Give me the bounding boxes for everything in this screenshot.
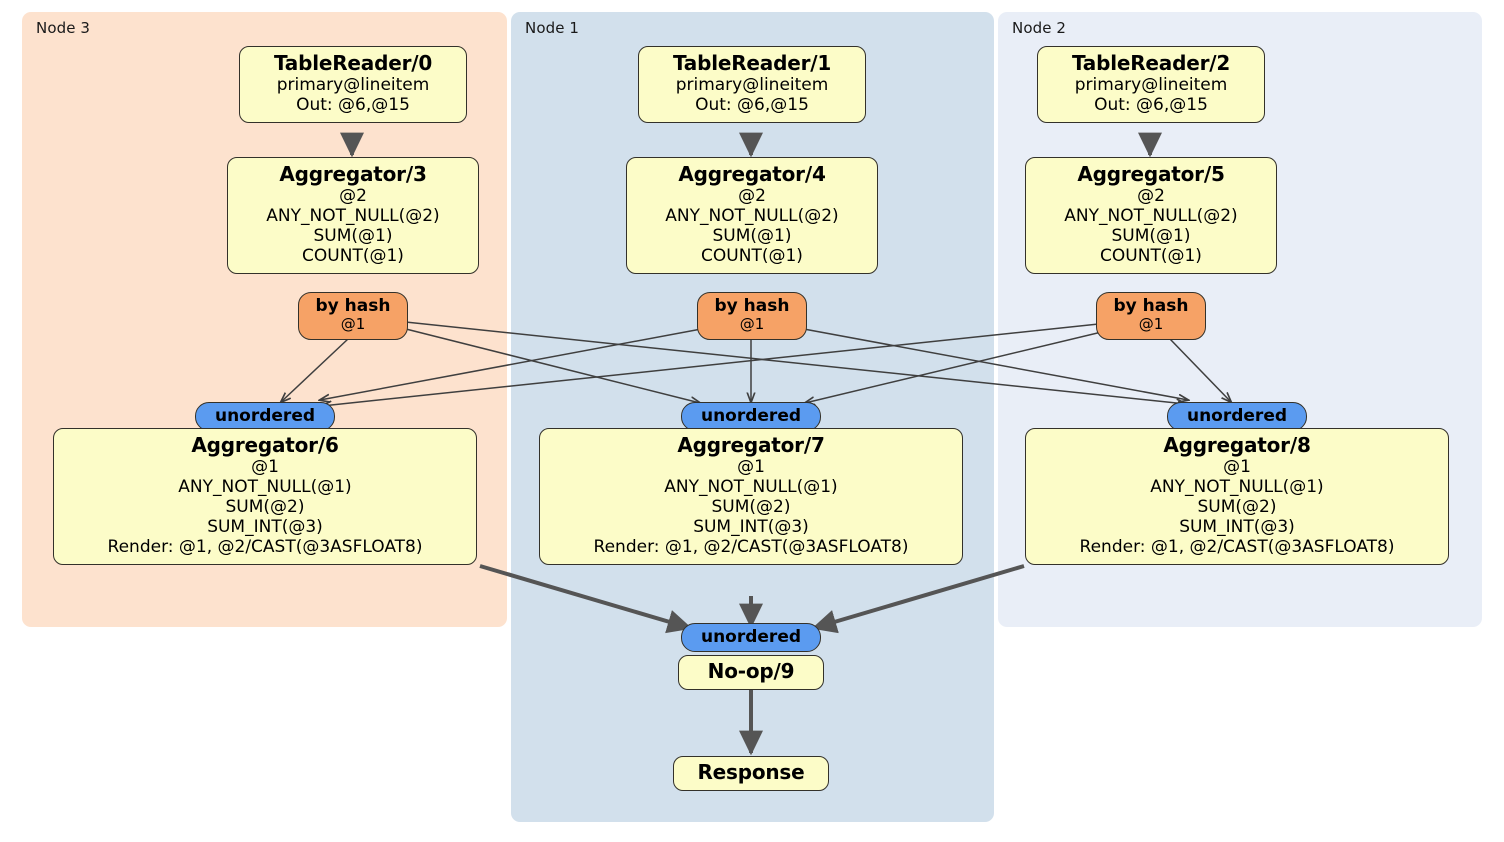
processor-detail-line: ANY_NOT_NULL(@1) <box>1150 477 1324 498</box>
processor-detail-line: ANY_NOT_NULL(@2) <box>1064 206 1238 227</box>
processor-detail-line: @1 <box>251 457 279 478</box>
router-by-hash-node2[interactable]: by hash @1 <box>1096 292 1206 340</box>
processor-detail-line: COUNT(@1) <box>302 246 404 267</box>
node-panel-label: Node 2 <box>1012 19 1067 37</box>
processor-detail-line: primary@lineitem <box>675 75 829 96</box>
processor-title: TableReader/2 <box>1071 51 1231 75</box>
processor-detail-line: @2 <box>738 186 766 207</box>
processor-aggregator-3[interactable]: Aggregator/3 @2 ANY_NOT_NULL(@2) SUM(@1)… <box>227 157 479 274</box>
processor-detail-line: SUM_INT(@3) <box>693 517 809 538</box>
router-by-hash-node1[interactable]: by hash @1 <box>697 292 807 340</box>
processor-detail-line: Render: @1, @2/CAST(@3ASFLOAT8) <box>107 536 423 557</box>
processor-noop-9[interactable]: No-op/9 <box>678 655 824 691</box>
processor-tablereader-0[interactable]: TableReader/0 primary@lineitem Out: @6,@… <box>239 46 467 124</box>
processor-response[interactable]: Response <box>673 756 829 792</box>
processor-aggregator-7[interactable]: Aggregator/7 @1 ANY_NOT_NULL(@1) SUM(@2)… <box>539 428 963 565</box>
processor-detail-line: Out: @6,@15 <box>296 95 410 116</box>
router-detail-line: @1 <box>340 314 366 333</box>
processor-title: Aggregator/4 <box>678 162 826 186</box>
processor-detail-line: ANY_NOT_NULL(@1) <box>178 477 352 498</box>
processor-detail-line: ANY_NOT_NULL(@1) <box>664 477 838 498</box>
synchronizer-unordered-node3[interactable]: unordered <box>195 402 335 431</box>
processor-detail-line: SUM_INT(@3) <box>207 517 323 538</box>
node-panel-label: Node 3 <box>36 19 91 37</box>
processor-title: Aggregator/6 <box>191 433 339 457</box>
processor-detail-line: @2 <box>1137 186 1165 207</box>
processor-detail-line: primary@lineitem <box>1074 75 1228 96</box>
processor-detail-line: SUM(@2) <box>1197 497 1277 518</box>
processor-detail-line: Out: @6,@15 <box>1094 95 1208 116</box>
processor-title: TableReader/1 <box>672 51 832 75</box>
processor-detail-line: @1 <box>1223 457 1251 478</box>
processor-detail-line: @2 <box>339 186 367 207</box>
processor-title: No-op/9 <box>707 659 795 683</box>
processor-detail-line: COUNT(@1) <box>701 246 803 267</box>
processor-tablereader-2[interactable]: TableReader/2 primary@lineitem Out: @6,@… <box>1037 46 1265 124</box>
processor-detail-line: SUM_INT(@3) <box>1179 517 1295 538</box>
synchronizer-unordered-final[interactable]: unordered <box>681 623 821 652</box>
processor-aggregator-4[interactable]: Aggregator/4 @2 ANY_NOT_NULL(@2) SUM(@1)… <box>626 157 878 274</box>
processor-title: Aggregator/7 <box>677 433 825 457</box>
processor-detail-line: SUM(@1) <box>1111 226 1191 247</box>
processor-detail-line: SUM(@1) <box>712 226 792 247</box>
processor-aggregator-8[interactable]: Aggregator/8 @1 ANY_NOT_NULL(@1) SUM(@2)… <box>1025 428 1449 565</box>
processor-title: Aggregator/5 <box>1077 162 1225 186</box>
synchronizer-unordered-node2[interactable]: unordered <box>1167 402 1307 431</box>
processor-title: Response <box>697 760 805 784</box>
processor-aggregator-6[interactable]: Aggregator/6 @1 ANY_NOT_NULL(@1) SUM(@2)… <box>53 428 477 565</box>
processor-detail-line: SUM(@1) <box>313 226 393 247</box>
router-title: by hash <box>714 296 790 316</box>
processor-title: Aggregator/3 <box>279 162 427 186</box>
processor-aggregator-5[interactable]: Aggregator/5 @2 ANY_NOT_NULL(@2) SUM(@1)… <box>1025 157 1277 274</box>
synchronizer-unordered-node1[interactable]: unordered <box>681 402 821 431</box>
processor-detail-line: Out: @6,@15 <box>695 95 809 116</box>
processor-title: TableReader/0 <box>273 51 433 75</box>
processor-detail-line: Render: @1, @2/CAST(@3ASFLOAT8) <box>593 536 909 557</box>
processor-title: Aggregator/8 <box>1163 433 1311 457</box>
processor-detail-line: SUM(@2) <box>711 497 791 518</box>
processor-tablereader-1[interactable]: TableReader/1 primary@lineitem Out: @6,@… <box>638 46 866 124</box>
router-by-hash-node3[interactable]: by hash @1 <box>298 292 408 340</box>
processor-detail-line: ANY_NOT_NULL(@2) <box>266 206 440 227</box>
router-title: by hash <box>315 296 391 316</box>
processor-detail-line: SUM(@2) <box>225 497 305 518</box>
node-panel-label: Node 1 <box>525 19 580 37</box>
processor-detail-line: Render: @1, @2/CAST(@3ASFLOAT8) <box>1079 536 1395 557</box>
router-title: by hash <box>1113 296 1189 316</box>
processor-detail-line: COUNT(@1) <box>1100 246 1202 267</box>
router-detail-line: @1 <box>739 314 765 333</box>
processor-detail-line: @1 <box>737 457 765 478</box>
router-detail-line: @1 <box>1138 314 1164 333</box>
processor-detail-line: ANY_NOT_NULL(@2) <box>665 206 839 227</box>
processor-detail-line: primary@lineitem <box>276 75 430 96</box>
